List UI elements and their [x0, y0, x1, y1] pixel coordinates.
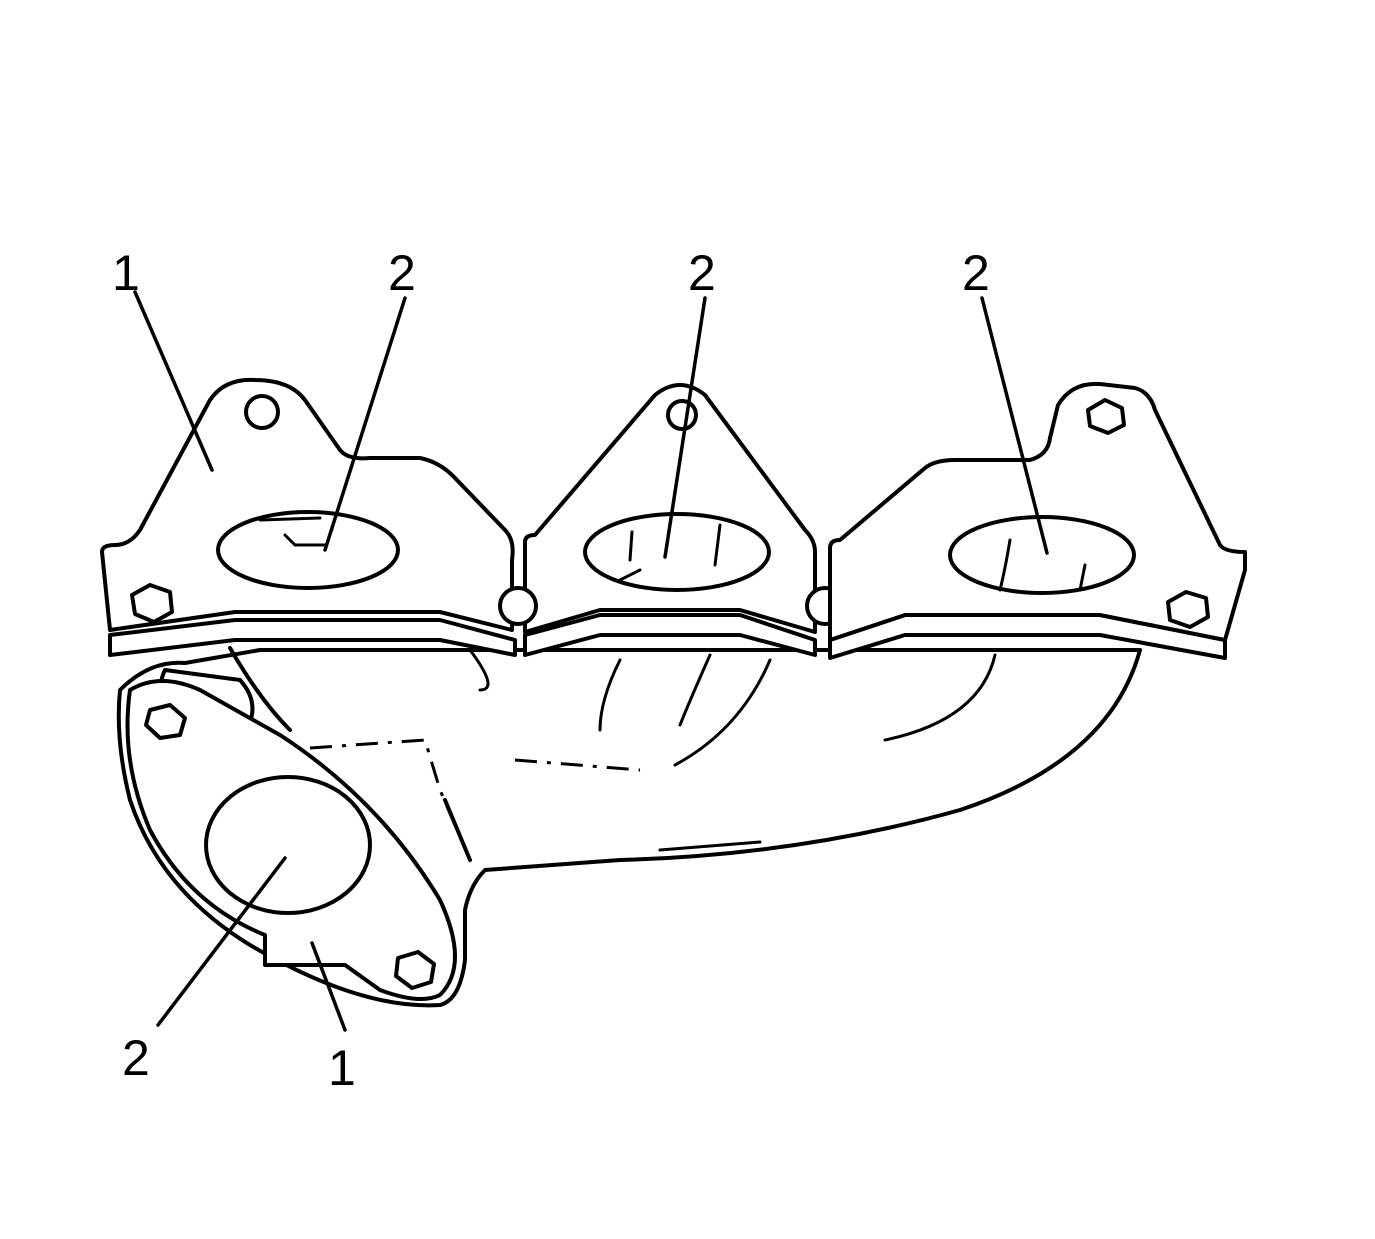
runner-seam — [443, 798, 472, 862]
gasket-3-stud-hole-top — [1086, 398, 1126, 435]
leader-c4 — [980, 296, 1049, 555]
runner-curve-3 — [678, 653, 712, 727]
callout-1-outlet-gasket: 1 — [328, 1040, 356, 1096]
gasket-1-stud-hole-top — [244, 394, 280, 430]
gasket-section-1 — [100, 377, 515, 632]
runner-highlight — [658, 840, 762, 852]
gasket-section-2 — [498, 383, 845, 634]
gasket-3-port — [948, 515, 1136, 595]
flange-plate-thickness — [108, 613, 1227, 660]
gasket-3-port-detail — [998, 538, 1087, 592]
runner-curve-4 — [673, 658, 772, 767]
gasket-1-port-detail — [258, 516, 327, 547]
gasket-1-bolt-hole — [130, 583, 174, 624]
callout-2-port-2: 2 — [688, 245, 716, 301]
runner-upper-edge — [228, 646, 292, 732]
plate-edge-2 — [523, 613, 817, 657]
leader-c5 — [156, 856, 287, 1027]
gasket-3-bolt-hole — [1166, 590, 1210, 629]
hidden-line-2 — [514, 758, 641, 772]
gasket-1-outline — [100, 377, 515, 632]
leader-lines — [133, 290, 1049, 1032]
leader-c3 — [663, 296, 707, 559]
leader-c1 — [133, 290, 214, 472]
runner-curve-1 — [468, 648, 490, 692]
plate-edge-1 — [108, 618, 517, 657]
outlet-bolt-hole-1 — [144, 703, 187, 740]
runner-curve-2 — [598, 658, 622, 732]
gasket-1-port — [216, 510, 400, 590]
callout-2-port-3: 2 — [962, 245, 990, 301]
callout-2-port-1: 2 — [388, 245, 416, 301]
gasket-2-port-detail — [618, 523, 722, 582]
callout-labels: 1 2 2 2 2 1 — [112, 245, 990, 1096]
outlet-flange-gasket — [125, 679, 457, 1001]
outlet-bolt-hole-2 — [394, 950, 436, 990]
outlet-port — [204, 775, 372, 915]
runner-curve-5 — [883, 653, 997, 742]
gasket-2-bolt-hole-left — [498, 586, 538, 626]
leader-c2 — [323, 296, 407, 552]
gasket-2-port — [583, 512, 771, 592]
leader-c6 — [310, 941, 347, 1032]
gasket-2-stud-hole-top — [666, 399, 698, 431]
callout-1-left-gasket: 1 — [112, 245, 140, 301]
callout-2-outlet-port: 2 — [122, 1030, 150, 1086]
